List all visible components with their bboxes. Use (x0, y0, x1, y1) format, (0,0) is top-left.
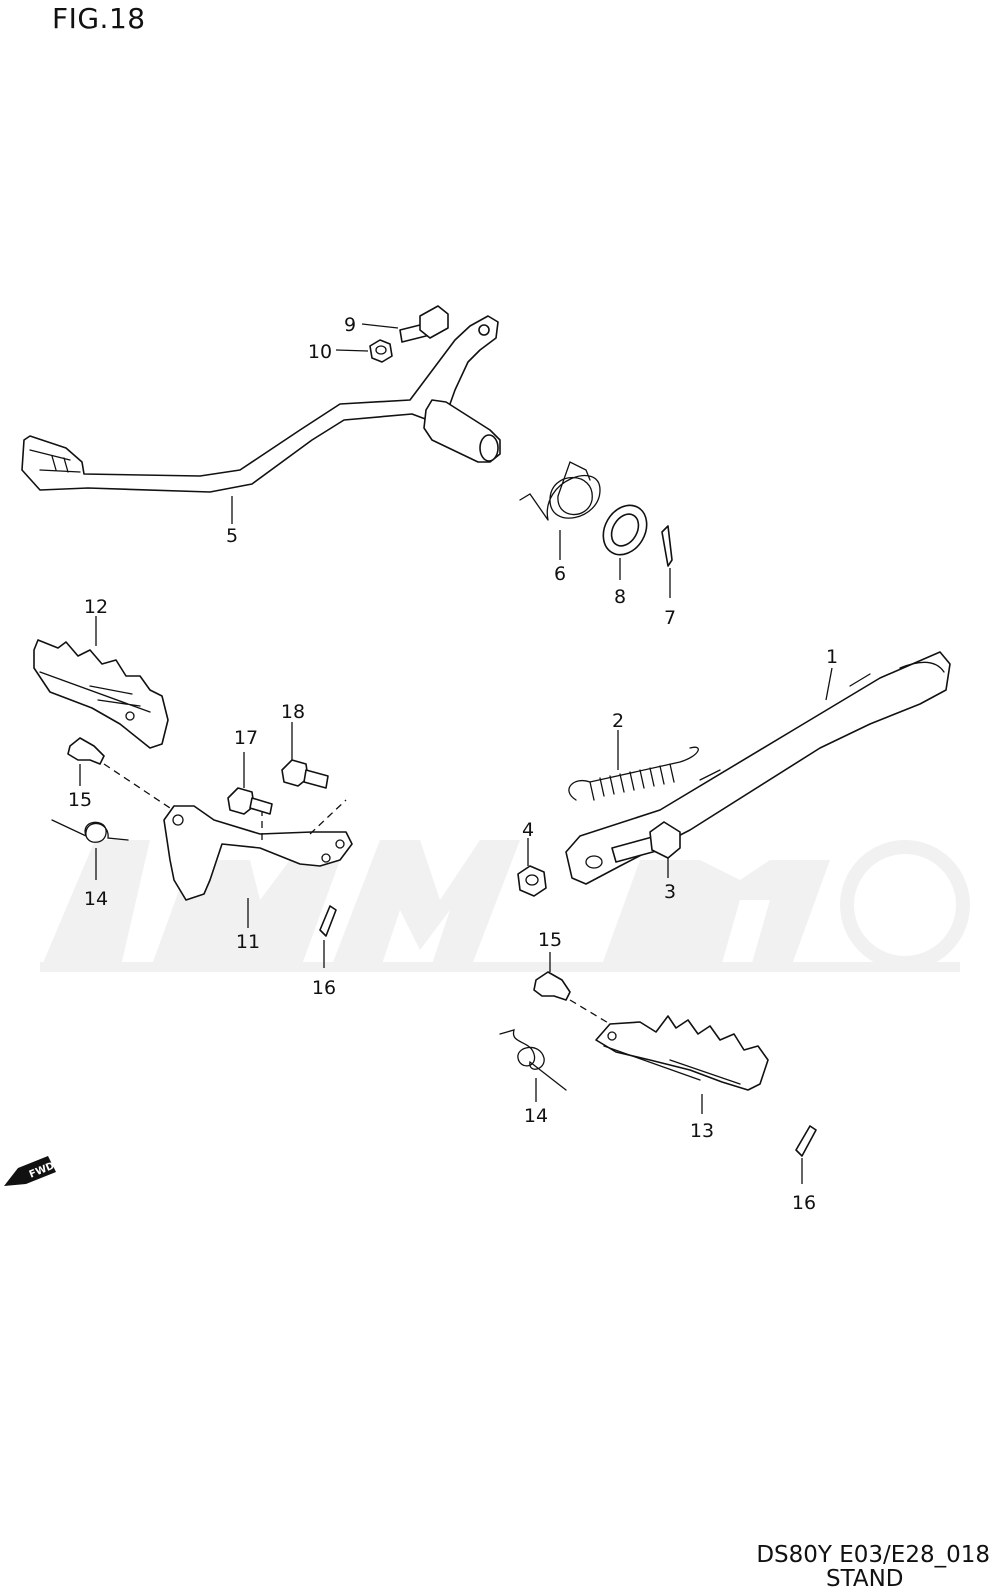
watermark-logo (40, 840, 970, 972)
callout-17: 17 (234, 727, 258, 749)
callout-4: 4 (522, 819, 534, 841)
nut-part-4: 4 (517, 819, 547, 897)
callout-12: 12 (84, 596, 108, 618)
callout-1: 1 (826, 646, 838, 668)
callout-6: 6 (554, 563, 566, 585)
washer-part-8: 8 (602, 504, 648, 608)
spring-part-14-right: 14 (499, 1029, 567, 1127)
model-code: DS80Y E03/E28_018 (756, 1542, 990, 1568)
spring-part-14-left: 14 (51, 819, 129, 910)
callout-2: 2 (612, 710, 624, 732)
pivot-bolt-part-3: 3 (611, 821, 681, 903)
nut-part-10: 10 (308, 339, 393, 363)
callout-11: 11 (236, 931, 260, 953)
cotter-pin-part-16-right: 16 (792, 1125, 817, 1214)
callout-15-right: 15 (538, 929, 562, 951)
callout-7: 7 (664, 607, 676, 629)
bolt-part-18: 18 (281, 701, 329, 789)
footrest-part-13: 13 (595, 1015, 769, 1142)
callout-15-left: 15 (68, 789, 92, 811)
callout-14-left: 14 (84, 888, 108, 910)
callout-16-left: 16 (312, 977, 336, 999)
callout-8: 8 (614, 586, 626, 608)
callout-3: 3 (664, 881, 676, 903)
footrest-bracket-part-11: 11 (163, 799, 353, 953)
cotter-pin-part-7: 7 (661, 525, 676, 629)
stand-spring-part-2: 2 (568, 710, 699, 801)
cotter-pin-part-16-left: 16 (312, 905, 337, 999)
callout-10: 10 (308, 341, 332, 363)
pin-part-15-left: 15 (67, 737, 171, 811)
fwd-arrow-icon: FWD (4, 1156, 56, 1186)
callout-13: 13 (690, 1120, 714, 1142)
return-spring-part-6: 6 (519, 461, 601, 585)
footrest-part-12: 12 (33, 596, 169, 749)
callout-14-right: 14 (524, 1105, 548, 1127)
callout-9: 9 (344, 314, 356, 336)
section-name: STAND (826, 1566, 904, 1592)
callout-16-right: 16 (792, 1192, 816, 1214)
pin-part-15-right: 15 (533, 929, 611, 1025)
callout-5: 5 (226, 525, 238, 547)
callout-18: 18 (281, 701, 305, 723)
bolt-part-17: 17 (227, 727, 273, 815)
brake-pedal-part-5: 5 (21, 315, 501, 547)
figure-title: FIG.18 (52, 2, 146, 35)
bolt-part-9: 9 (344, 305, 449, 343)
